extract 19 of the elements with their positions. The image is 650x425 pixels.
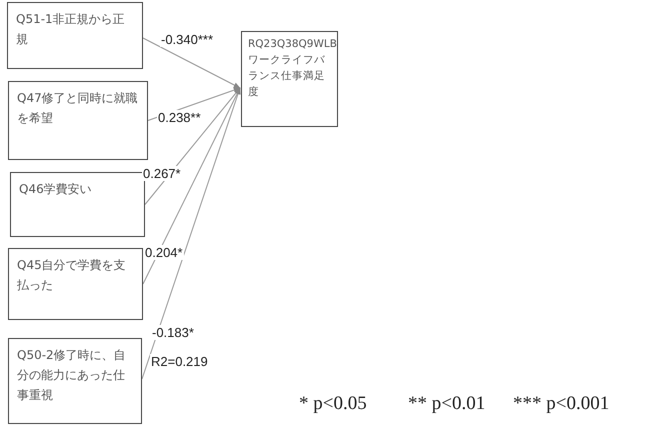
arrow — [142, 87, 241, 380]
significance-note: *** p<0.001 — [513, 393, 610, 415]
arrow — [142, 87, 240, 284]
predictor-box: Q50-2修了時に、自分の能力にあった仕事重視 — [8, 338, 142, 424]
predictor-box: Q46学費安い — [10, 172, 145, 237]
arrow — [144, 87, 240, 205]
significance-note: * p<0.05 — [299, 393, 367, 415]
arrow — [142, 38, 241, 88]
predictor-box: Q45自分で学費を支払った — [8, 248, 143, 320]
edge-label: 0.204* — [144, 245, 184, 260]
fit-statistic: R2=0.219 — [150, 354, 209, 369]
outcome-box: RQ23Q38Q9WLB ワークライフバランス仕事満足度 — [241, 31, 338, 127]
significance-note: ** p<0.01 — [408, 393, 486, 415]
edge-label: 0.238** — [157, 110, 202, 125]
edge-label: -0.183* — [151, 325, 195, 340]
edge-label: 0.267* — [142, 166, 182, 181]
predictor-box: Q51-1非正規から正規 — [7, 2, 143, 69]
predictor-box: Q47修了と同時に就職を希望 — [8, 81, 148, 160]
edge-label: -0.340*** — [160, 32, 214, 47]
